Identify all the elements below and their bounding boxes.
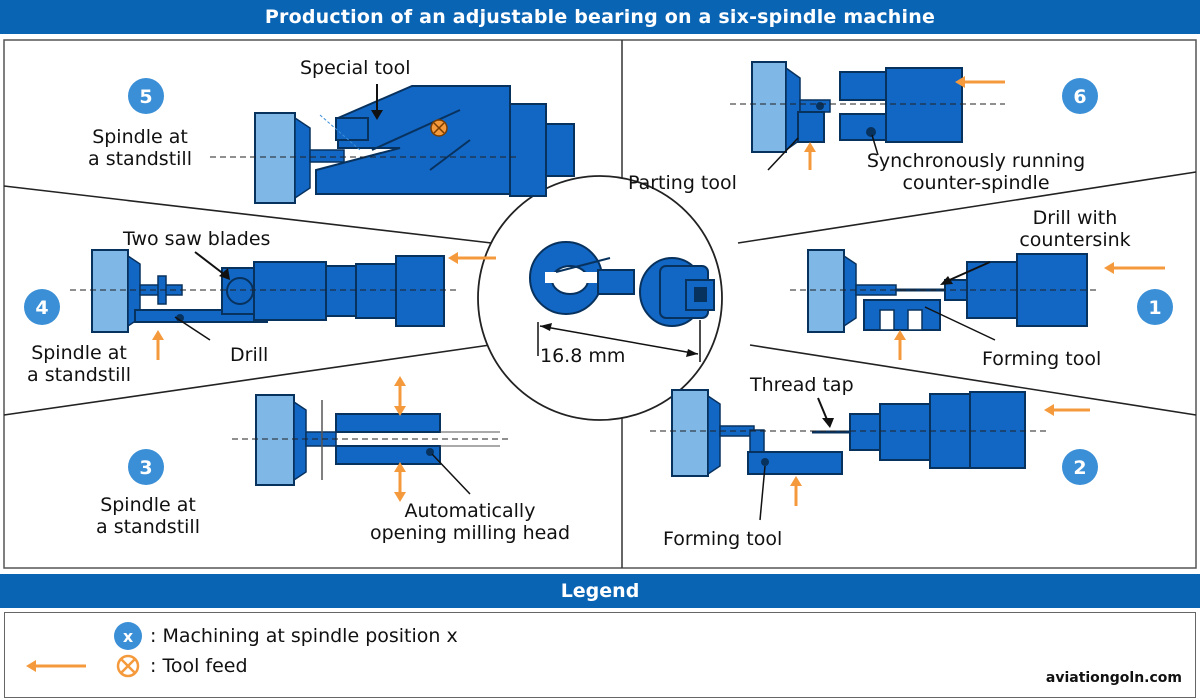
label-parting-tool: Parting tool: [628, 172, 737, 194]
label-forming-tool-2: Forming tool: [663, 528, 783, 550]
watermark: aviationgoln.com: [1045, 670, 1182, 686]
page-title: Production of an adjustable bearing on a…: [0, 0, 1200, 34]
legend-tool-feed-text: : Tool feed: [150, 655, 248, 677]
station-number-6: 6: [1073, 86, 1086, 108]
station-number-2: 2: [1073, 457, 1086, 479]
station-3-machine: [232, 376, 510, 502]
label-special-tool: Special tool: [300, 57, 411, 79]
label-drill-countersink: Drill with countersink: [1019, 207, 1131, 251]
legend-badge-symbol: x: [123, 627, 134, 646]
label-spindle-standstill-4: Spindle at a standstill: [27, 342, 131, 386]
label-two-saw-blades: Two saw blades: [123, 228, 271, 250]
station-badge-6: [1062, 78, 1098, 114]
legend-title: Legend: [0, 574, 1200, 608]
station-badge-2: [1062, 449, 1098, 485]
station-badge-3: [128, 449, 164, 485]
legend-station-badge-icon: [114, 622, 142, 650]
station-number-1: 1: [1148, 297, 1161, 319]
label-counter-spindle: Synchronously running counter-spindle: [866, 150, 1086, 194]
station-badge-5: [128, 78, 164, 114]
station-4-machine: [70, 249, 496, 360]
label-spindle-standstill-3: Spindle at a standstill: [96, 494, 200, 538]
station-6-machine: [730, 61, 1005, 171]
machining-diagram: 5 6 4 1 3 2: [3, 39, 1197, 569]
station-5-machine: [210, 84, 575, 204]
legend-symbols: x: [26, 622, 142, 678]
station-number-5: 5: [139, 86, 152, 108]
station-1-machine: [790, 249, 1165, 360]
legend-machining-text: : Machining at spindle position x: [150, 625, 458, 647]
station-number-4: 4: [35, 297, 48, 319]
station-badge-1: [1137, 289, 1173, 325]
label-forming-tool-1: Forming tool: [982, 348, 1102, 370]
dimension-label: 16.8 mm: [540, 345, 626, 367]
adjustable-bearing-part: [529, 241, 715, 362]
station-number-3: 3: [139, 457, 152, 479]
label-milling-head: Automatically opening milling head: [369, 500, 571, 544]
station-badge-4: [24, 289, 60, 325]
label-spindle-standstill-5: Spindle at a standstill: [88, 126, 192, 170]
label-thread-tap: Thread tap: [750, 374, 854, 396]
legend-circle-cross-icon: [116, 654, 140, 678]
legend-box: [4, 612, 1196, 698]
station-2-machine: [650, 389, 1090, 521]
label-drill: Drill: [230, 344, 269, 366]
